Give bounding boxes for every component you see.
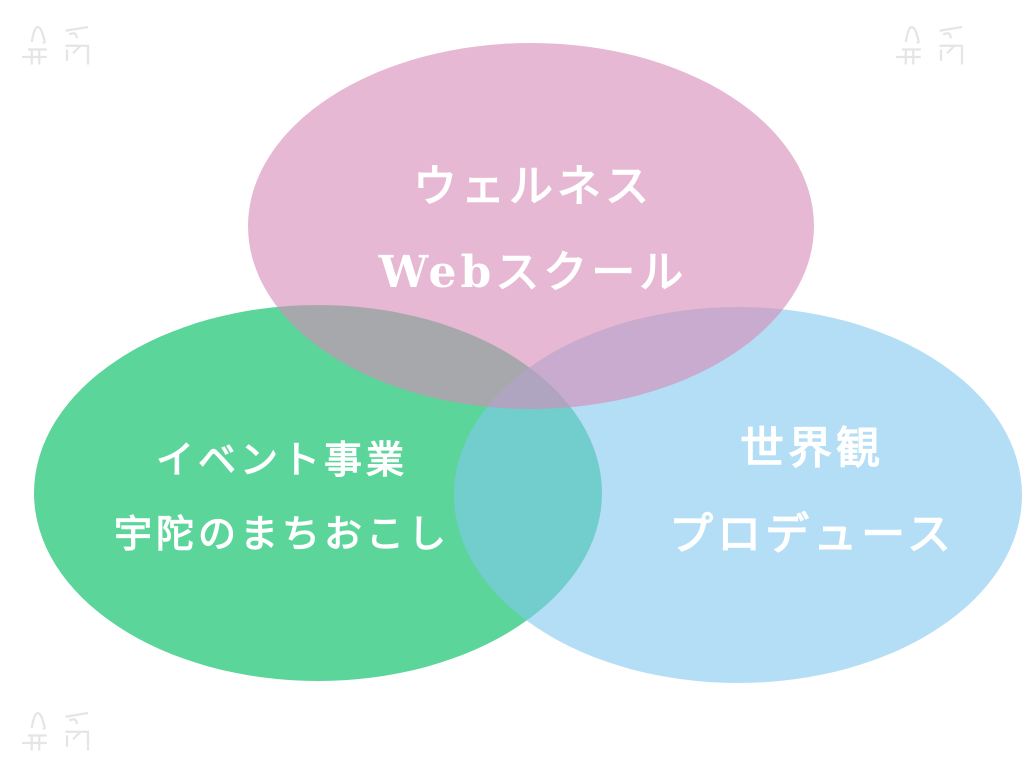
label-line: イベント事業: [155, 436, 409, 482]
label-line: 世界観: [740, 423, 884, 475]
label-line: プロデュース: [669, 509, 955, 560]
label-event: イベント事業 宇陀のまちおこし: [114, 423, 450, 571]
label-wellness: ウェルネス Webスクール: [379, 144, 688, 316]
watermark-logo: [896, 25, 964, 65]
label-line: 宇陀のまちおこし: [113, 511, 451, 556]
watermark-logo: [22, 711, 90, 751]
label-line: Webスクール: [378, 247, 688, 298]
label-line: ウェルネス: [413, 161, 653, 213]
label-worldview: 世界観 プロデュース: [669, 406, 955, 578]
circle-wellness: [248, 43, 814, 409]
watermark-logo: [22, 25, 90, 65]
